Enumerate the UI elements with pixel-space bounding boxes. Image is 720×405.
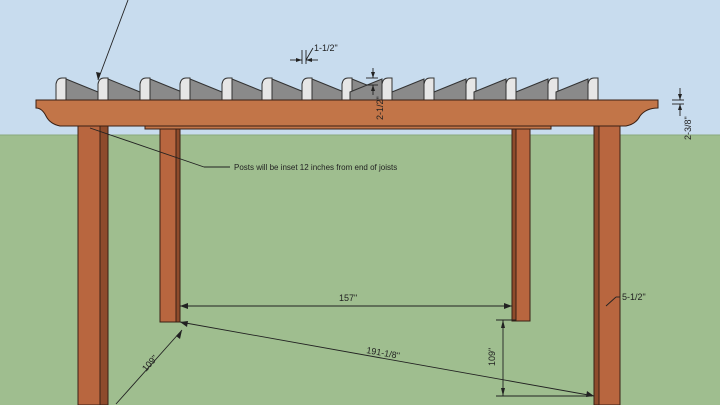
rafters <box>55 77 599 101</box>
inner-span-label: 157" <box>339 293 357 303</box>
front-right-post <box>593 125 621 405</box>
front-depth-dimension: 109" <box>487 319 592 397</box>
leader-line-top <box>97 0 129 81</box>
back-right-post <box>511 124 531 322</box>
leader-arrow-icon <box>96 72 101 80</box>
back-left-post <box>159 124 181 323</box>
front-left-post <box>77 125 109 405</box>
rafter-width-dimension: 1-1/2" <box>290 43 338 64</box>
rafter <box>261 77 305 101</box>
post-width-dimension: 5-1/2" <box>605 292 646 307</box>
rafter-depth-label: 2-1/2" <box>375 96 385 120</box>
post-width-label: 5-1/2" <box>622 292 646 302</box>
front-depth-label: 109" <box>487 348 497 366</box>
rafter <box>349 77 393 101</box>
rafter <box>97 77 141 101</box>
post-inset-note: Posts will be inset 12 inches from end o… <box>234 163 397 172</box>
beam-height-dimension: 2-3/8" <box>672 88 693 140</box>
rafter-width-label: 1-1/2" <box>314 43 338 53</box>
front-beam <box>35 99 659 127</box>
rafter-depth-dimension: 2-1/2" <box>366 68 385 120</box>
post-inset-annotation: Posts will be inset 12 inches from end o… <box>89 127 397 172</box>
rafter <box>473 77 517 101</box>
beam-height-label: 2-3/8" <box>683 116 693 140</box>
diagonal-dimension: 191-1/8" <box>179 321 595 397</box>
inner-span-dimension: 157" <box>180 293 512 309</box>
rafter <box>179 77 223 101</box>
rafter <box>555 77 599 101</box>
